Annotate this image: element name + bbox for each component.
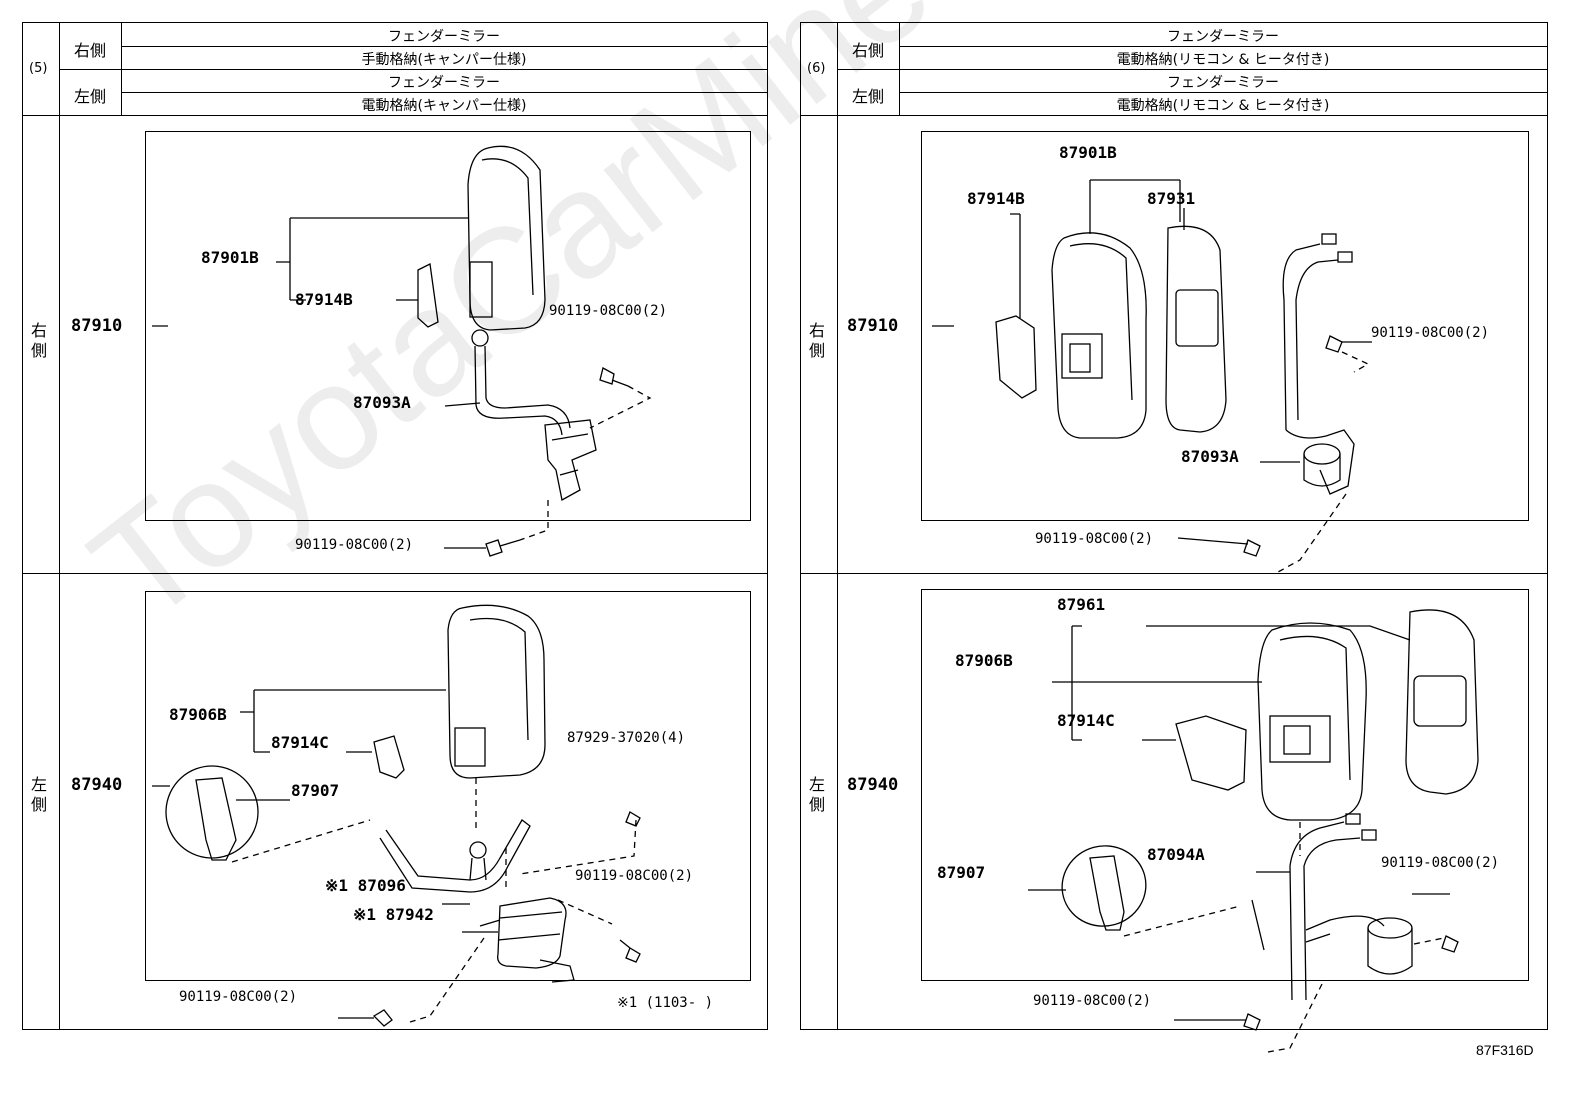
part-label: 87907	[291, 781, 340, 800]
part-label: 90119-08C00(2)	[1381, 855, 1500, 871]
side-label-right: 右側	[808, 321, 825, 360]
drawing-frame-right	[145, 131, 751, 521]
bolt-icon	[372, 811, 641, 1027]
side-mirror-left-6	[1061, 845, 1147, 931]
row-desc-line2: 電動格納(リモコン & ヒータ付き)	[1116, 52, 1330, 68]
row-desc-line1: フェンダーミラー	[1167, 29, 1279, 45]
part-label: 87093A	[353, 393, 411, 412]
part-label: 90119-08C00(2)	[575, 868, 694, 884]
mirror-body-left	[447, 604, 546, 779]
leader-lines	[442, 903, 498, 933]
part-label: 87907	[937, 863, 986, 882]
mirror-glass-left-6	[1405, 609, 1479, 795]
row-desc-line2: 手動格納(キャンパー仕様)	[361, 52, 527, 68]
row-side-left: 左側	[73, 87, 106, 106]
row-side-left: 左側	[851, 87, 884, 106]
bolt-icon	[485, 539, 521, 557]
assembly-number: 87940	[71, 775, 123, 795]
leader-lines	[1028, 625, 1450, 895]
row-desc-line2: 電動格納(リモコン & ヒータ付き)	[1116, 98, 1330, 114]
part-label: 87914C	[271, 733, 329, 752]
part-label: ※1 87096	[325, 876, 406, 895]
part-label: 87914B	[295, 290, 353, 309]
part-label: 87093A	[1181, 447, 1239, 466]
bolt-icon	[599, 367, 629, 387]
section-5-panel: (5) 右側 左側 フェンダーミラー 手動格納(キャンパー仕様) フェンダーミラ…	[22, 22, 768, 1030]
part-label: 87906B	[169, 705, 227, 724]
row-desc-line1: フェンダーミラー	[1167, 75, 1279, 91]
side-label-left: 左側	[808, 775, 825, 814]
row-desc-line1: フェンダーミラー	[388, 75, 500, 91]
side-label-right: 右側	[30, 321, 47, 360]
mirror-glass-right-6	[1165, 225, 1227, 433]
part-label: 90119-08C00(2)	[1033, 993, 1152, 1009]
mirror-body-left-6	[1257, 622, 1367, 821]
leader-lines	[932, 179, 1372, 463]
row-side-right: 右側	[73, 41, 106, 60]
part-label: 87914B	[967, 189, 1025, 208]
mirror-cover-left-6	[1175, 715, 1247, 791]
assembly-number: 87910	[71, 316, 123, 336]
footnote: ※1 (1103- )	[617, 995, 714, 1011]
stay-arm-right	[471, 329, 597, 502]
dashed-line	[231, 778, 637, 1023]
part-label: 90119-08C00(2)	[179, 989, 298, 1005]
part-label: 87929-37020(4)	[567, 730, 686, 746]
part-label: 87094A	[1147, 845, 1205, 864]
mirror-body-right-6	[1051, 232, 1147, 439]
side-mirror-left	[165, 765, 259, 861]
row-desc-line2: 電動格納(キャンパー仕様)	[361, 98, 527, 114]
mirror-cover-right	[417, 263, 439, 328]
bolt-icon	[1243, 935, 1459, 1031]
dashed-line	[519, 385, 652, 541]
section-6-panel: (6) 右側 左側 フェンダーミラー 電動格納(リモコン & ヒータ付き) フェ…	[800, 22, 1548, 1030]
stay-arm-left	[379, 819, 531, 893]
figure-code: 87F316D	[1476, 1042, 1534, 1058]
drawing-frame-left	[921, 589, 1529, 981]
part-label: 90119-08C00(2)	[1371, 325, 1490, 341]
mirror-body-right	[467, 145, 546, 331]
row-desc-line1: フェンダーミラー	[388, 29, 500, 45]
row-side-right: 右側	[851, 41, 884, 60]
dashed-line	[1277, 351, 1370, 573]
side-label-left: 左側	[30, 775, 47, 814]
drawing-frame-left	[145, 591, 751, 981]
part-label: 90119-08C00(2)	[295, 537, 414, 553]
section-number: (5)	[29, 61, 48, 76]
mirror-cover-right-6	[995, 315, 1037, 399]
section-number: (6)	[807, 61, 826, 76]
part-label: 87906B	[955, 651, 1013, 670]
motor-unit-left	[479, 897, 575, 983]
leader-lines	[152, 217, 481, 407]
drawing-frame-right	[921, 131, 1529, 521]
assembly-number: 87910	[847, 316, 899, 336]
harness-stay-left-6	[1251, 813, 1413, 1001]
part-label: 87931	[1147, 189, 1196, 208]
harness-stay-right-6	[1282, 233, 1355, 495]
part-label: 87901B	[201, 248, 259, 267]
mirror-cover-left	[373, 735, 405, 779]
bolt-icon	[1243, 335, 1343, 557]
part-label: 90119-08C00(2)	[549, 303, 668, 319]
dashed-line	[1123, 822, 1445, 1053]
part-label: ※1 87942	[353, 905, 434, 924]
part-label: 87961	[1057, 595, 1106, 614]
part-label: 90119-08C00(2)	[1035, 531, 1154, 547]
assembly-number: 87940	[847, 775, 899, 795]
leader-lines	[152, 689, 446, 801]
part-label: 87901B	[1059, 143, 1117, 162]
